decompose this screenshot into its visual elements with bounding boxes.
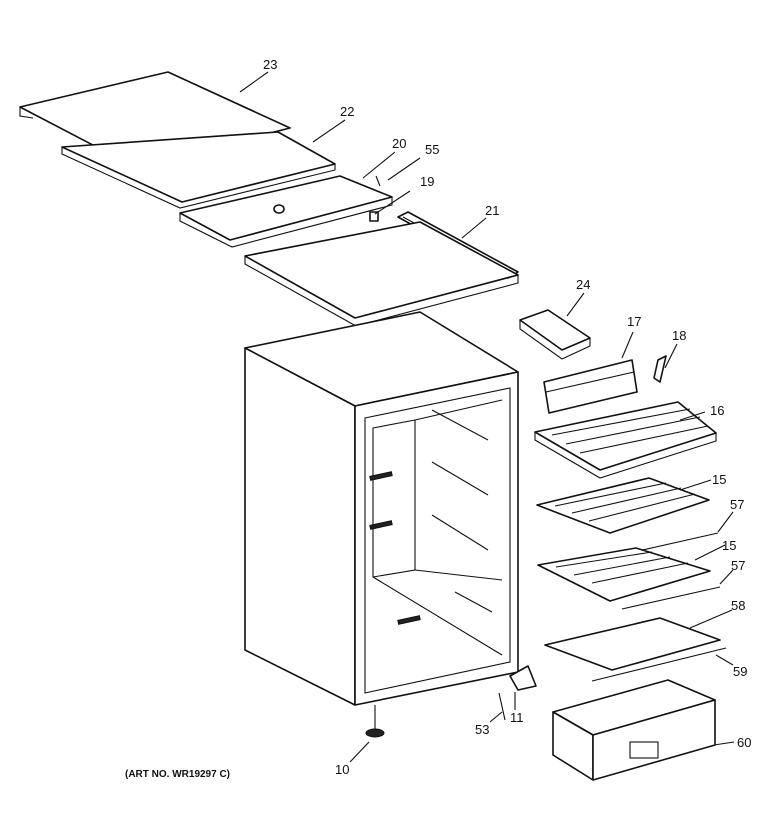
callout-55: 55 xyxy=(425,142,439,157)
part-60-crisper-drawer xyxy=(552,679,716,781)
callout-21: 21 xyxy=(485,203,499,218)
callout-15-lower: 15 xyxy=(722,538,736,553)
callout-10: 10 xyxy=(335,762,349,777)
callout-53: 53 xyxy=(475,722,489,737)
callout-16: 16 xyxy=(710,403,724,418)
part-53-screw xyxy=(498,692,506,721)
leader-lines xyxy=(239,71,735,763)
callout-labels: 23 22 20 55 19 21 24 17 18 16 15 57 15 5… xyxy=(263,57,751,777)
part-59-cover-strip xyxy=(591,647,727,682)
callout-20: 20 xyxy=(392,136,406,151)
part-55-screw xyxy=(375,175,381,187)
part-17-shelf-front xyxy=(543,359,638,414)
part-58-crisper-cover xyxy=(544,617,721,671)
cabinet-body xyxy=(244,311,519,706)
top-gasket-frame xyxy=(244,221,519,327)
part-19-bracket xyxy=(369,211,379,222)
callout-24: 24 xyxy=(576,277,590,292)
callout-57-lower: 57 xyxy=(731,558,745,573)
part-16-shelf xyxy=(534,401,717,479)
callout-23: 23 xyxy=(263,57,277,72)
callout-15-upper: 15 xyxy=(712,472,726,487)
part-10-leveling-foot xyxy=(365,705,385,738)
callout-18: 18 xyxy=(672,328,686,343)
callout-57-upper: 57 xyxy=(730,497,744,512)
part-24-ice-tray xyxy=(519,309,591,360)
callout-19: 19 xyxy=(420,174,434,189)
callout-58: 58 xyxy=(731,598,745,613)
part-22-top-panel xyxy=(61,131,336,209)
callout-60: 60 xyxy=(737,735,751,750)
part-15-wire-shelf-lower xyxy=(537,547,711,602)
callout-22: 22 xyxy=(340,104,354,119)
art-number: (ART NO. WR19297 C) xyxy=(125,769,230,780)
callout-11: 11 xyxy=(510,710,524,725)
callout-59: 59 xyxy=(733,664,747,679)
part-18-hinge xyxy=(653,355,667,383)
part-57-rail-lower xyxy=(621,586,721,610)
callout-17: 17 xyxy=(627,314,641,329)
part-11-bracket xyxy=(509,665,537,691)
part-15-wire-shelf-upper xyxy=(536,477,710,534)
